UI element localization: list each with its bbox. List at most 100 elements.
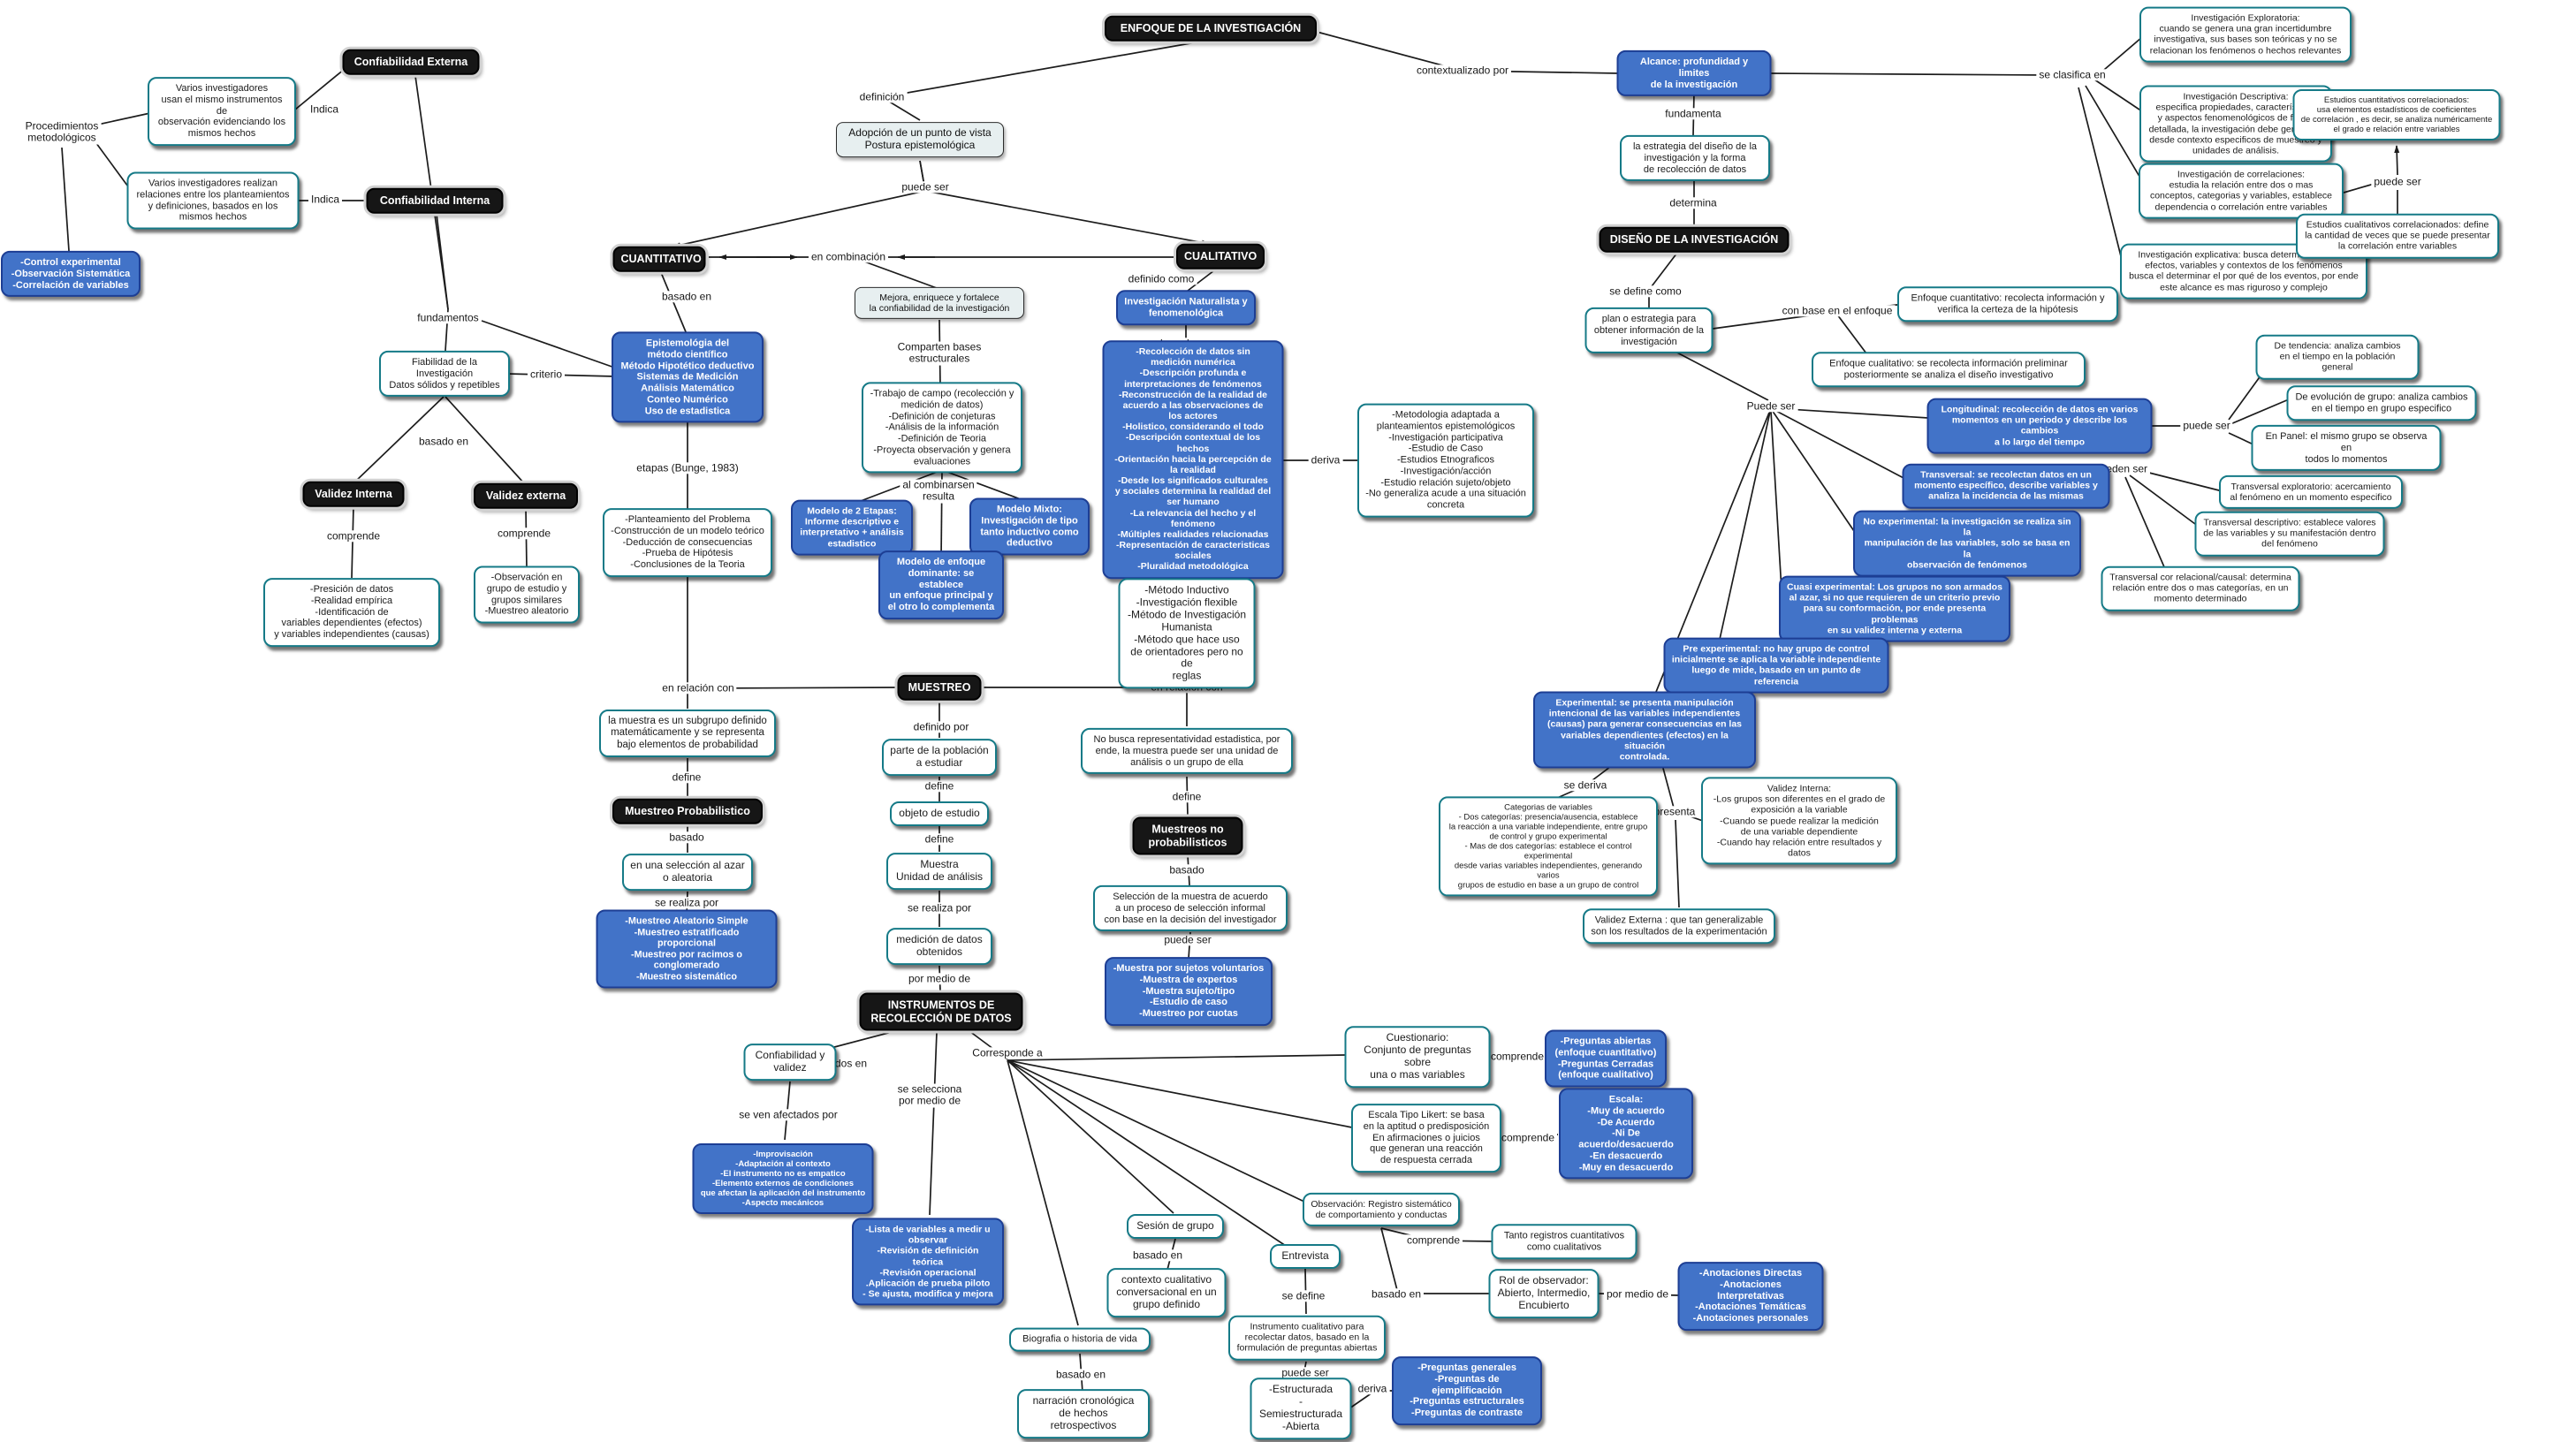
node-tipos-muestreo-probabilistico[interactable]: -Muestreo Aleatorio Simple -Muestreo est…: [596, 909, 778, 989]
node-tipos-muestra-no-prob[interactable]: -Muestra por sujetos voluntarios -Muestr…: [1105, 957, 1273, 1026]
node-rol-observador[interactable]: Rol de observador: Abierto, Intermedio, …: [1488, 1269, 1600, 1318]
edge-label-determina: determina: [1667, 196, 1720, 209]
node-escala-likert[interactable]: Escala Tipo Likert: se basa en la aptitu…: [1351, 1104, 1501, 1173]
node-modelo-2-etapas[interactable]: Modelo de 2 Etapas: Informe descriptivo …: [791, 499, 913, 556]
edge-label-indica-1: Indica: [307, 102, 342, 116]
node-cuasi-experimental[interactable]: Cuasi experimental: Los grupos no son ar…: [1779, 575, 2010, 642]
node-diseno-investigacion[interactable]: DISEÑO DE LA INVESTIGACIÓN: [1599, 226, 1790, 253]
node-seleccion-azar[interactable]: en una selección al azar o aleatoria: [622, 854, 753, 891]
node-estudios-cualitativos-correlacionados[interactable]: Estudios cualitativos correlacionados: d…: [2296, 213, 2499, 259]
node-biografia[interactable]: Biografia o historia de vida: [1009, 1327, 1151, 1352]
node-lista-variables[interactable]: -Lista de variables a medir u observar -…: [852, 1218, 1004, 1306]
node-transversal-exploratorio[interactable]: Transversal exploratorio: acercamiento a…: [2219, 474, 2403, 510]
edge-label-define-2: define: [922, 832, 957, 846]
node-contexto-cualitativo[interactable]: contexto cualitativo conversacional en u…: [1106, 1268, 1227, 1317]
node-cualitativo-caracteristicas[interactable]: -Recolección de datos sin medición numér…: [1102, 340, 1284, 579]
node-experimental[interactable]: Experimental: se presenta manipulación i…: [1533, 691, 1756, 769]
node-estudios-cuantitativos-correlacionados[interactable]: Estudios cuantitativos correlacionados: …: [2292, 88, 2501, 141]
node-categorias-variables[interactable]: Categorias de variables - Dos categorías…: [1439, 796, 1658, 897]
edge-label-comparten-bases: Comparten bases estructurales: [894, 341, 984, 366]
node-investigacion-exploratoria[interactable]: Investigación Exploratoria: cuando se ge…: [2139, 6, 2352, 63]
node-no-experimental[interactable]: No experimental: la investigación se rea…: [1853, 510, 2081, 577]
node-plan-estrategia[interactable]: plan o estrategia para obtener informaci…: [1584, 307, 1714, 354]
node-sesion-grupo[interactable]: Sesión de grupo: [1127, 1214, 1224, 1239]
node-presicion-datos[interactable]: -Presición de datos -Realidad empírica -…: [263, 578, 440, 647]
node-validez-externa-experimental[interactable]: Validez Externa : que tan generalizable …: [1583, 908, 1775, 944]
node-seleccion-informal[interactable]: Selección de la muestra de acuerdo a un …: [1093, 884, 1288, 932]
connector-line: [1773, 407, 1929, 419]
node-transversal[interactable]: Transversal: se recolectan datos en un m…: [1902, 463, 2110, 509]
node-muestra-subgrupo[interactable]: la muestra es un subgrupo definido matem…: [599, 710, 776, 757]
node-investigacion-correlaciones[interactable]: Investigación de correlaciones: estudia …: [2139, 163, 2344, 219]
node-epistemologia[interactable]: Epistemológia del método científico Méto…: [612, 331, 764, 423]
edge-label-fundamentos: fundamentos: [414, 311, 482, 324]
node-evolucion-grupo[interactable]: De evolución de grupo: analiza cambios e…: [2286, 385, 2477, 421]
node-investigacion-naturalista[interactable]: Investigación Naturalista y fenomenológi…: [1116, 290, 1256, 325]
node-longitudinal[interactable]: Longitudinal: recolección de datos en va…: [1926, 398, 2153, 454]
connector-line: [1772, 408, 1906, 480]
node-adopcion-punto-vista[interactable]: Adopción de un punto de vista Postura ep…: [836, 122, 1004, 157]
node-medicion-datos[interactable]: medición de datos obtenidos: [886, 928, 992, 965]
node-instrumento-cualitativo[interactable]: Instrumento cualitativo para recolectar …: [1228, 1315, 1386, 1361]
edge-label-basado-en-sesion: basado en: [1129, 1248, 1186, 1262]
node-validez-externa[interactable]: Validez externa: [474, 482, 578, 509]
node-cuantitativo[interactable]: CUANTITATIVO: [612, 246, 706, 272]
node-tanto-registros[interactable]: Tanto registros cuantitativos como cuali…: [1491, 1224, 1638, 1259]
node-confiabilidad-externa[interactable]: Confiabilidad Externa: [342, 49, 480, 75]
node-muestreo[interactable]: MUESTREO: [897, 674, 982, 701]
node-pre-experimental[interactable]: Pre experimental: no hay grupo de contro…: [1663, 637, 1889, 694]
node-enfoque-cualitativo[interactable]: Enfoque cualitativo: se recolecta inform…: [1812, 352, 2086, 387]
node-enfoque-investigacion[interactable]: ENFOQUE DE LA INVESTIGACIÓN: [1105, 15, 1317, 42]
node-metodo-inductivo[interactable]: -Método Inductivo -Investigación flexibl…: [1118, 578, 1256, 689]
node-confiabilidad-interna[interactable]: Confiabilidad Interna: [366, 187, 504, 214]
connector-line: [353, 396, 445, 483]
node-muestreos-no-probabilisticos[interactable]: Muestreos no probabilisticos: [1132, 816, 1243, 855]
node-de-tendencia[interactable]: De tendencia: analiza cambios en el tiem…: [2255, 334, 2420, 380]
node-narracion[interactable]: narración cronológica de hechos retrospe…: [1017, 1389, 1150, 1438]
node-preguntas-cuestionario[interactable]: -Preguntas abiertas (enfoque cuantitativ…: [1545, 1029, 1667, 1088]
node-parte-poblacion[interactable]: parte de la población a estudiar: [882, 739, 997, 776]
node-validez-interna-experimental[interactable]: Validez Interna: -Los grupos son diferen…: [1701, 777, 1897, 865]
node-en-panel[interactable]: En Panel: el mismo grupo se observa en t…: [2251, 424, 2442, 472]
node-no-busca-representatividad[interactable]: No busca representatividad estadistica, …: [1081, 727, 1293, 775]
node-bases-compartidas[interactable]: -Trabajo de campo (recolección y medició…: [862, 382, 1022, 474]
node-cuestionario[interactable]: Cuestionario: Conjunto de preguntas sobr…: [1344, 1026, 1491, 1088]
node-entrevista[interactable]: Entrevista: [1270, 1244, 1341, 1269]
node-factores-afectan[interactable]: -Improvisación -Adaptación al contexto -…: [692, 1142, 874, 1215]
node-mejora-enriquece[interactable]: Mejora, enriquece y fortalece la confiab…: [855, 286, 1024, 320]
node-objeto-estudio[interactable]: objeto de estudio: [890, 801, 989, 826]
node-observacion-grupo[interactable]: -Observación en grupo de estudio y grupo…: [474, 565, 580, 624]
node-alcance[interactable]: Alcance: profundidad y limites de la inv…: [1616, 49, 1772, 97]
node-metodologia-adaptada[interactable]: -Metodologia adaptada a planteamientos e…: [1357, 403, 1534, 518]
node-modelo-mixto[interactable]: Modelo Mixto: Investigación de tipo tant…: [969, 497, 1090, 556]
node-control-experimental[interactable]: -Control experimental -Observación Siste…: [1, 250, 141, 298]
node-muestra-unidad[interactable]: Muestra Unidad de análisis: [886, 853, 992, 890]
node-observacion-registro[interactable]: Observación: Registro sistemático de com…: [1303, 1192, 1460, 1227]
node-etapas-bunge[interactable]: -Planteamiento del Problema -Construcció…: [603, 508, 772, 577]
node-modelo-dominante[interactable]: Modelo de enfoque dominante: se establec…: [878, 550, 1004, 619]
node-estrategia-diseno[interactable]: la estrategia del diseño de la investiga…: [1620, 134, 1770, 182]
node-confiabilidad-validez[interactable]: Confiabilidad y validez: [743, 1044, 837, 1081]
edge-label-basado-noprob: basado: [1166, 863, 1207, 877]
connector-line: [919, 160, 1210, 246]
edge-label-comprende-vi: comprende: [323, 529, 384, 543]
node-instrumentos-recoleccion[interactable]: INSTRUMENTOS DE RECOLECCIÓN DE DATOS: [859, 992, 1023, 1031]
connector-line: [941, 469, 1029, 503]
node-validez-interna[interactable]: Validez Interna: [302, 481, 405, 507]
node-fiabilidad[interactable]: Fiabilidad de la Investigación Datos sól…: [379, 350, 510, 398]
node-muestreo-probabilistico[interactable]: Muestreo Probabilistico: [612, 798, 763, 824]
node-enfoque-cuantitativo[interactable]: Enfoque cuantitativo: recolecta informac…: [1897, 286, 2118, 322]
node-anotaciones[interactable]: -Anotaciones Directas -Anotaciones Inter…: [1677, 1262, 1824, 1331]
node-escala-likert-opciones[interactable]: Escala: -Muy de acuerdo -De Acuerdo -Ni …: [1559, 1088, 1693, 1180]
node-transversal-correlacional[interactable]: Transversal cor relacional/causal: deter…: [2101, 565, 2300, 611]
edge-label-se-deriva: se deriva: [1561, 778, 1610, 792]
node-transversal-descriptivo[interactable]: Transversal descriptivo: establece valor…: [2194, 511, 2385, 557]
connector-line: [93, 139, 133, 194]
node-tipos-preguntas[interactable]: -Preguntas generales -Preguntas de ejemp…: [1392, 1356, 1542, 1425]
node-varios-investigadores-relaciones[interactable]: Varios investigadores realizan relacione…: [126, 171, 300, 230]
node-estructurada[interactable]: -Estructurada -Semiestructurada -Abierta: [1250, 1377, 1352, 1439]
node-varios-investigadores-instrumentos[interactable]: Varios investigadores usan el mismo inst…: [148, 77, 296, 146]
node-cualitativo[interactable]: CUALITATIVO: [1176, 243, 1265, 269]
edge-label-indica-2: Indica: [308, 193, 343, 206]
